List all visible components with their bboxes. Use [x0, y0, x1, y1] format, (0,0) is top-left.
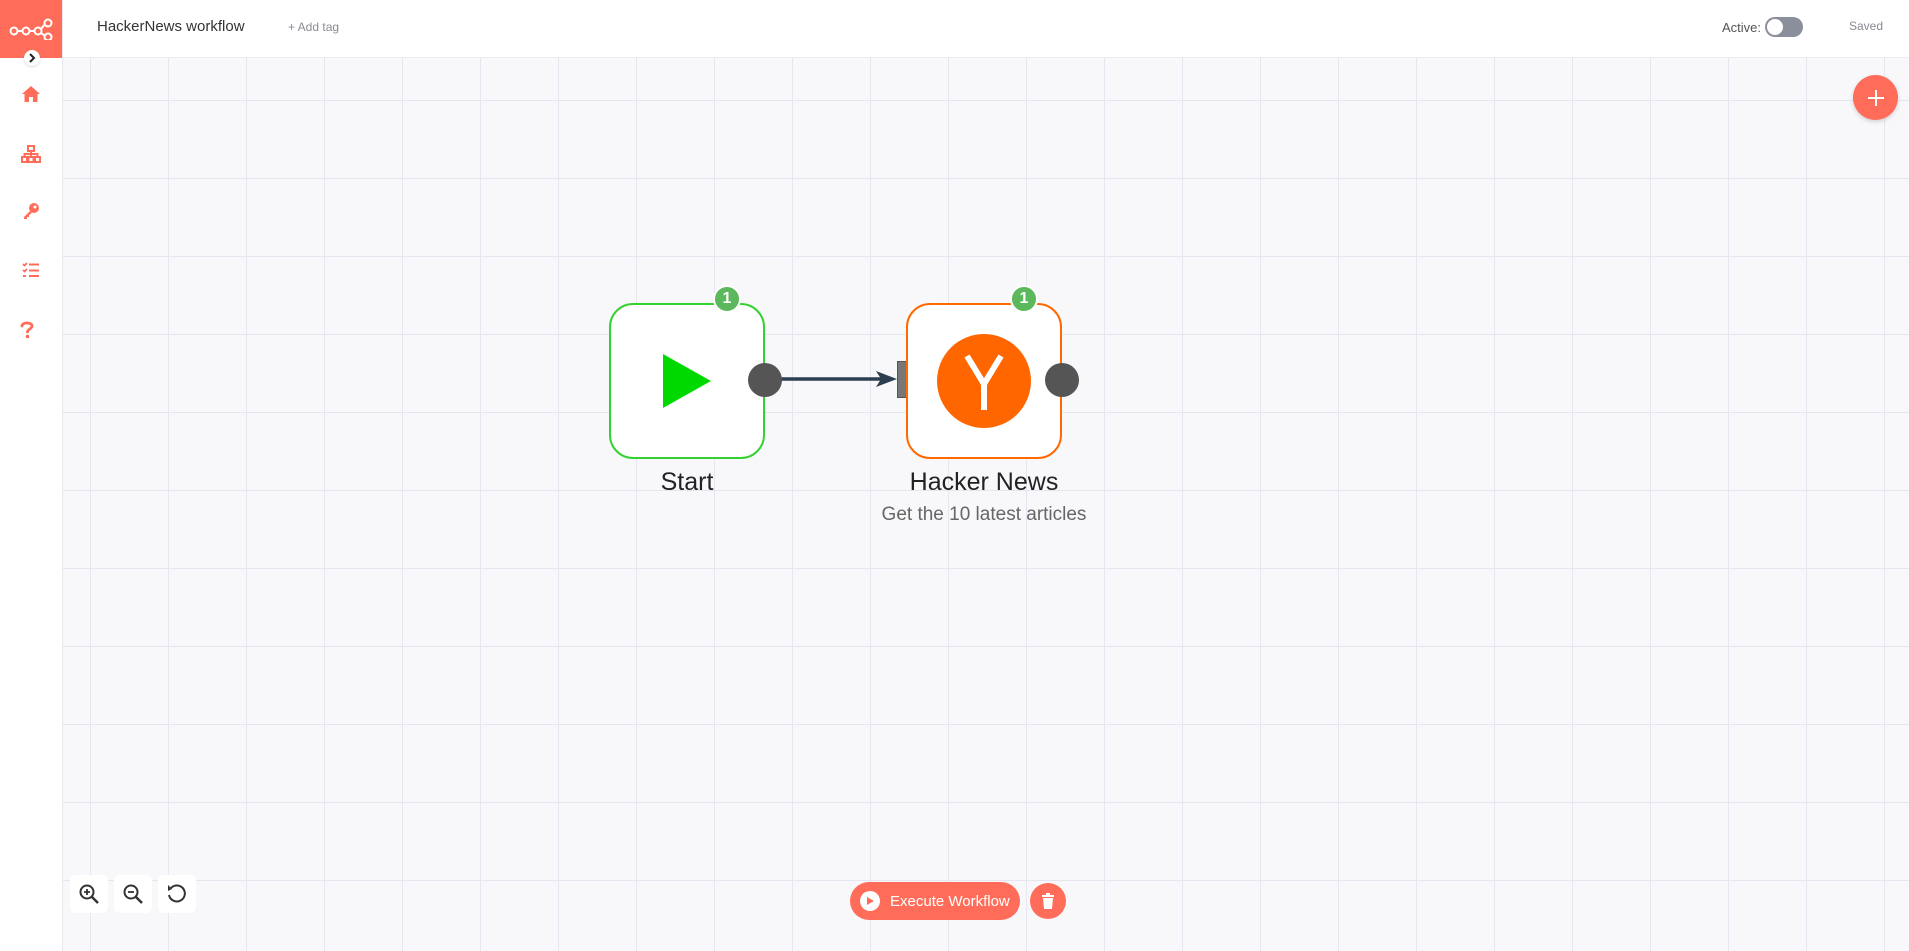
execute-workflow-button[interactable]: Execute Workflow — [850, 882, 1020, 920]
zoom-out-button[interactable] — [114, 875, 152, 913]
zoom-out-icon — [123, 884, 143, 904]
saved-status: Saved — [1848, 19, 1883, 33]
workflow-canvas[interactable] — [62, 57, 1909, 951]
hacker-news-icon — [937, 334, 1031, 428]
sidebar-item-executions[interactable] — [17, 256, 45, 284]
node-start[interactable] — [609, 303, 765, 459]
network-icon — [21, 145, 41, 163]
help-icon — [20, 321, 34, 339]
sidebar-item-credentials[interactable] — [17, 197, 45, 225]
sidebar-item-help[interactable] — [13, 316, 41, 344]
execute-workflow-label: Execute Workflow — [890, 892, 1010, 910]
sidebar-item-workflows[interactable] — [17, 140, 45, 168]
undo-icon — [168, 884, 186, 903]
reset-zoom-button[interactable] — [158, 875, 196, 913]
active-toggle[interactable] — [1765, 17, 1803, 37]
add-node-button[interactable] — [1853, 75, 1898, 120]
node-start-output-endpoint[interactable] — [748, 363, 782, 397]
sidebar-item-home[interactable] — [17, 80, 45, 108]
delete-execution-button[interactable] — [1030, 883, 1066, 919]
workflow-name[interactable]: HackerNews workflow — [97, 18, 245, 35]
node-hn-output-endpoint[interactable] — [1045, 363, 1079, 397]
n8n-logo[interactable] — [0, 0, 62, 58]
chevron-right-icon — [29, 53, 36, 63]
zoom-in-icon — [79, 884, 99, 904]
sidebar-expand-button[interactable] — [24, 50, 40, 66]
node-start-icon-wrap — [611, 305, 763, 457]
zoom-in-button[interactable] — [70, 875, 108, 913]
key-icon — [24, 203, 39, 219]
node-hn-item-count-badge: 1 — [1010, 285, 1038, 313]
node-hn-subtitle: Get the 10 latest articles — [881, 504, 1087, 525]
play-circle-icon — [860, 891, 880, 911]
task-list-icon — [22, 262, 39, 277]
add-tag-button[interactable]: + Add tag — [288, 20, 340, 34]
trash-icon — [1042, 893, 1054, 909]
node-hn-icon-wrap — [908, 305, 1060, 457]
node-start-title: Start — [660, 468, 714, 496]
node-hacker-news[interactable] — [906, 303, 1062, 459]
active-label: Active: — [1721, 20, 1761, 35]
sidebar — [0, 0, 63, 951]
node-hn-title: Hacker News — [909, 468, 1059, 496]
toggle-knob — [1767, 19, 1783, 35]
node-start-item-count-badge: 1 — [713, 285, 741, 313]
plus-icon — [1867, 89, 1884, 106]
play-icon — [663, 354, 711, 408]
home-icon — [22, 86, 40, 102]
header: HackerNews workflow + Add tag Active: Sa… — [62, 0, 1909, 58]
